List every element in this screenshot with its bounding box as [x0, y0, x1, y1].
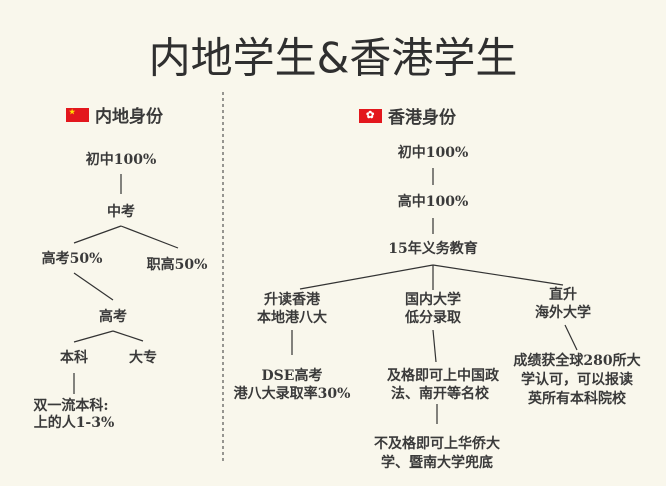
node-overseas-line2: 海外大学 [535, 305, 591, 321]
mainland-header: ★ 内地身份 [66, 102, 163, 127]
connector [120, 225, 179, 249]
node-hk-uni-line2: 本地港八大 [257, 310, 327, 326]
node-zhongkao: 中考 [107, 204, 135, 220]
node-dse-line2: 港八大录取率30% [233, 386, 351, 402]
node-fail-line1: 不及格即可上华侨大 [374, 436, 500, 452]
connector [112, 330, 144, 342]
connector [73, 225, 122, 244]
node-vocational: 职高50% [146, 257, 208, 273]
node-recog-line3: 英所有本科院校 [528, 391, 626, 407]
node-mainland-uni-line1: 国内大学 [405, 292, 461, 308]
node-hk-uni-line1: 升读香港 [264, 292, 320, 308]
connector [73, 272, 114, 301]
node-recog-line2: 学认可，可以报读 [521, 372, 633, 388]
node-pass-line1: 及格即可上中国政 [387, 368, 499, 384]
node-gaokao: 高考 [99, 309, 127, 325]
connector [564, 324, 578, 351]
node-hk-junior: 初中100% [397, 145, 469, 161]
node-college: 大专 [129, 350, 157, 366]
node-recog-line1: 成绩获全球280所大 [513, 353, 641, 369]
node-mainland-uni-line2: 低分录取 [405, 310, 461, 326]
hongkong-header: ✿ 香港身份 [359, 103, 456, 128]
node-bachelor: 本科 [60, 350, 88, 366]
page-title: 内地学生&香港学生 [148, 33, 518, 83]
hongkong-header-label: 香港身份 [388, 108, 456, 128]
node-gaokao50: 高考50% [41, 251, 103, 267]
node-overseas-line1: 直升 [549, 287, 577, 303]
connector [299, 264, 434, 290]
connector [73, 330, 114, 343]
mainland-header-label: 内地身份 [95, 107, 163, 127]
node-top-line1: 双一流本科: [33, 398, 109, 414]
connector [432, 264, 564, 286]
node-compulsory: 15年义务教育 [388, 241, 478, 257]
china-flag-icon: ★ [66, 107, 89, 122]
connector [432, 329, 437, 363]
node-dse-line1: DSE高考 [261, 368, 323, 384]
hongkong-flag-icon: ✿ [359, 108, 382, 123]
node-fail-line2: 学、暨南大学兜底 [381, 455, 493, 471]
node-top-line2: 上的人1-3% [33, 415, 115, 431]
node-junior: 初中100% [85, 152, 157, 168]
node-pass-line2: 法、南开等名校 [391, 386, 489, 402]
node-hk-senior: 高中100% [397, 194, 469, 210]
